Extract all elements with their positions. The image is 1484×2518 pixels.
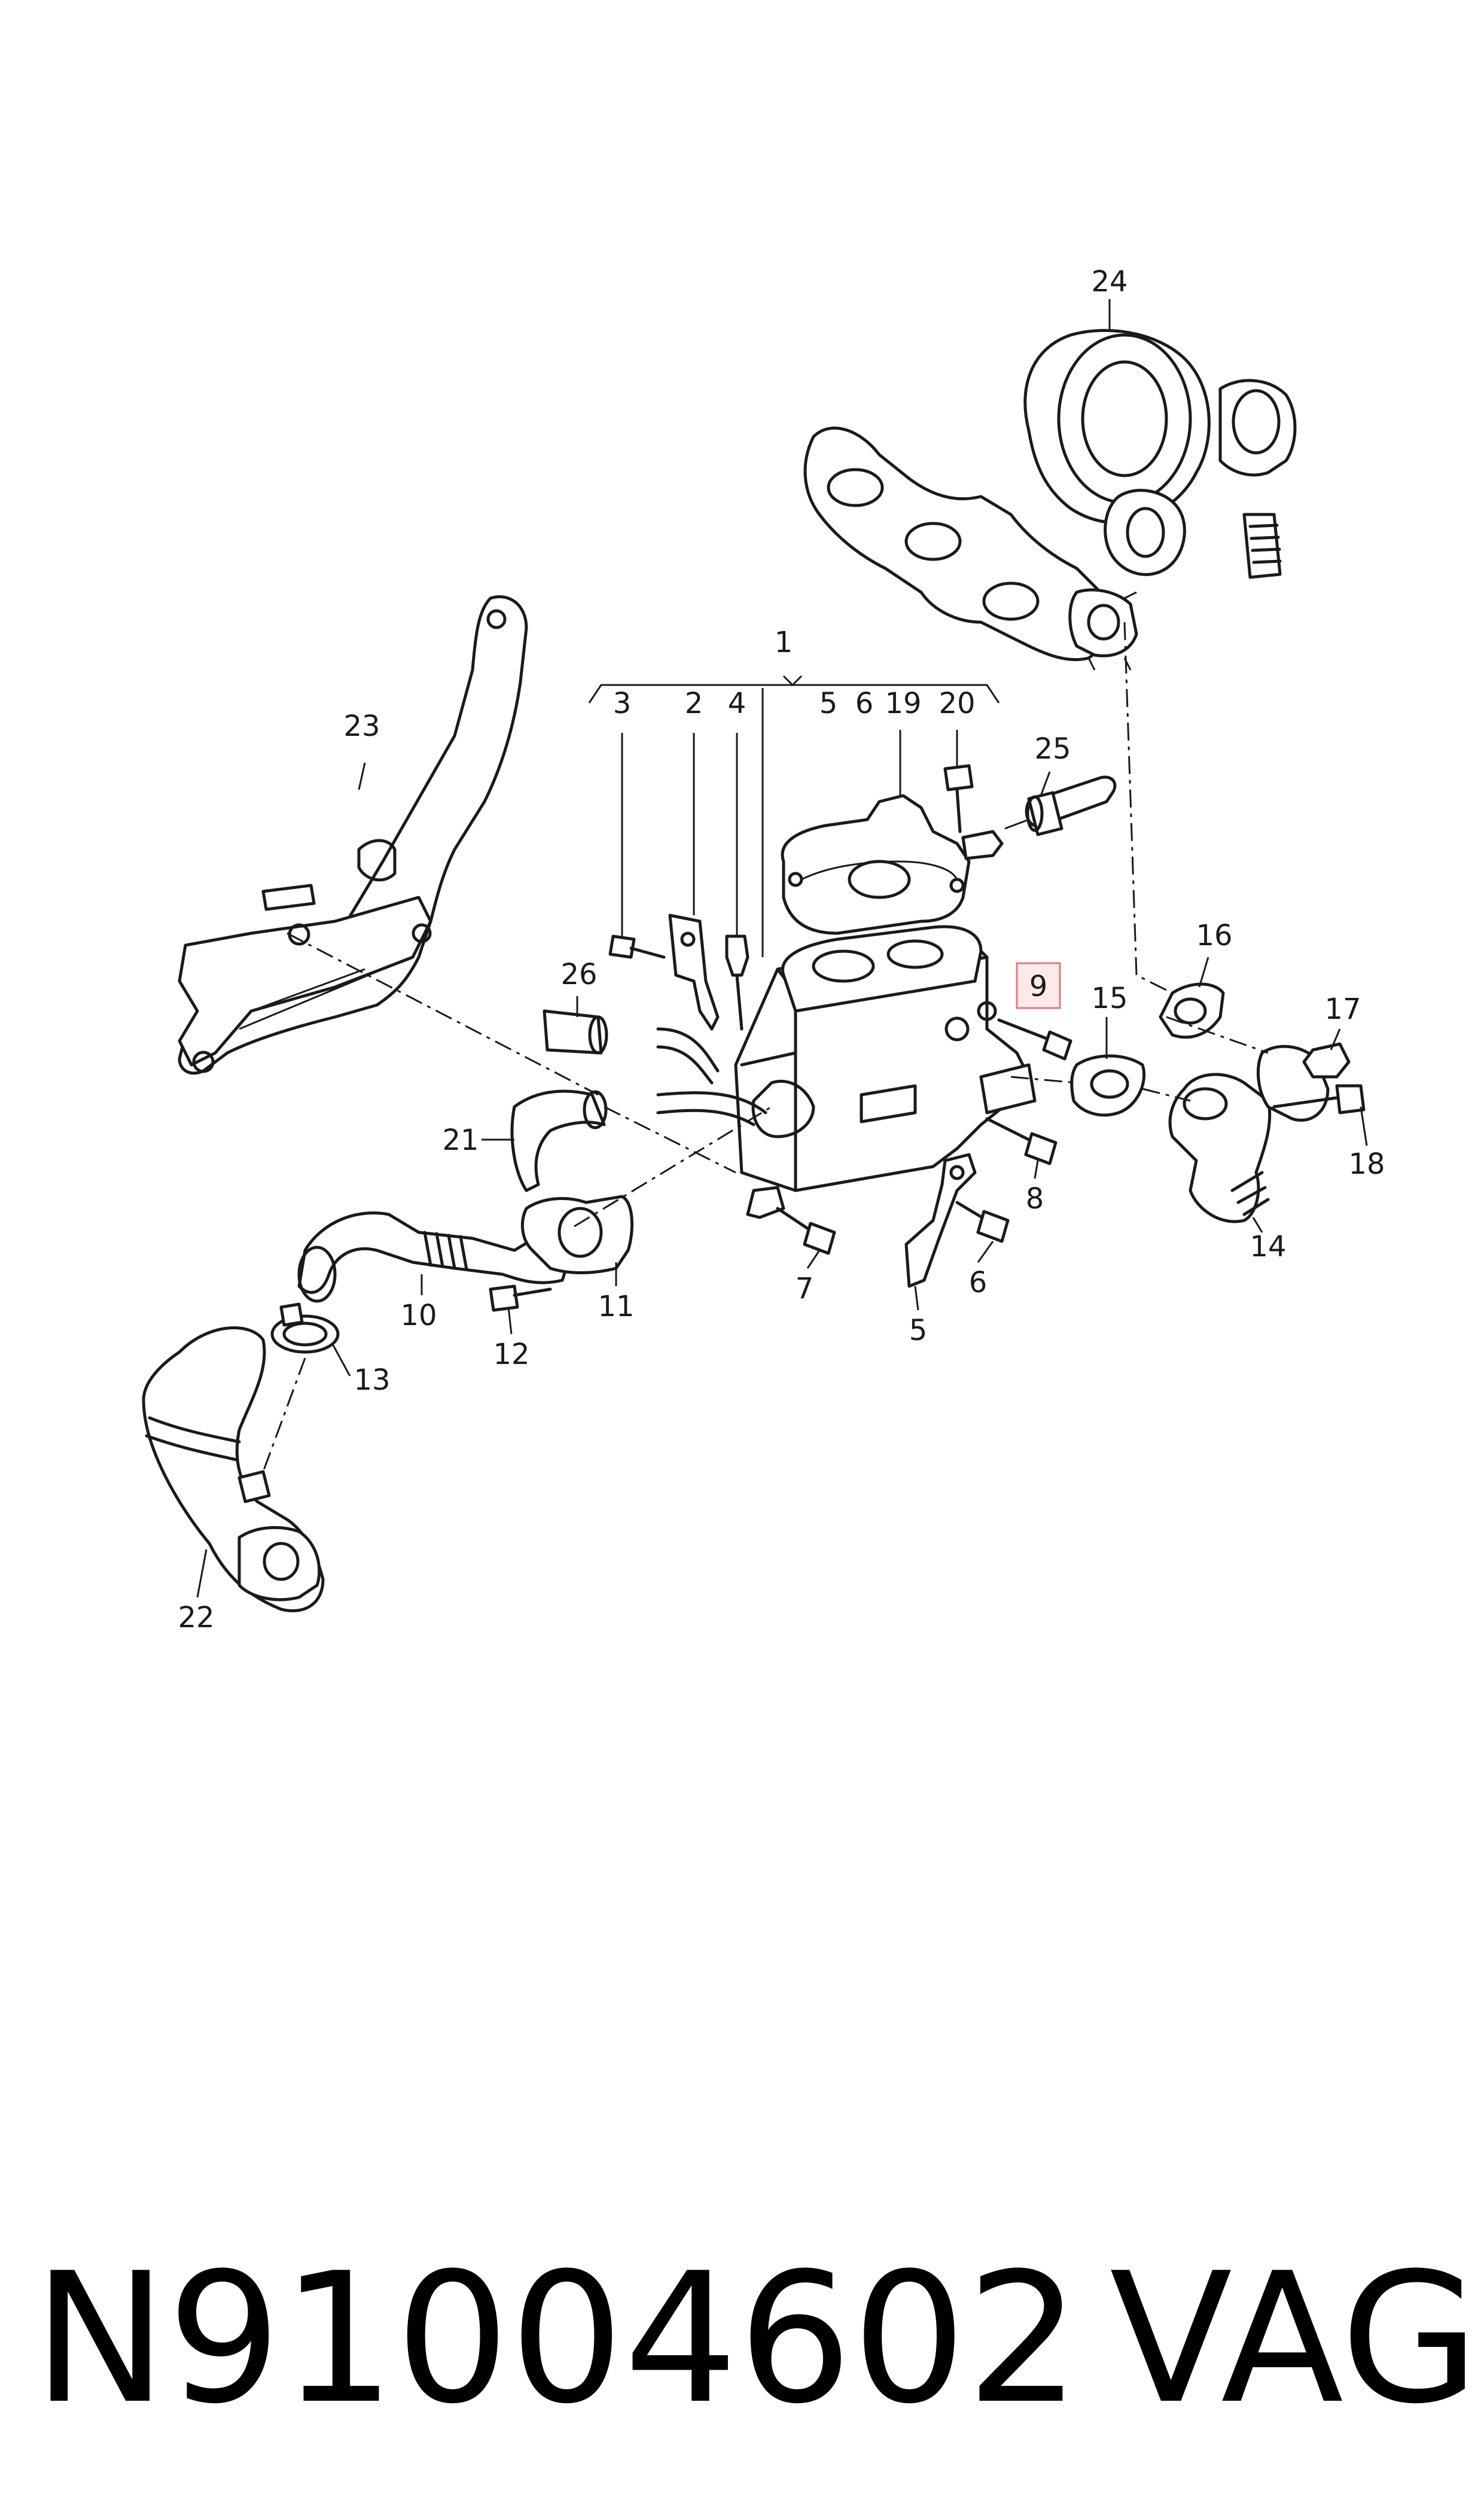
bolt-6-drawing — [955, 1201, 1010, 1243]
callout-8: 8 — [1026, 1182, 1044, 1216]
callout-21: 21 — [442, 1123, 479, 1157]
gasket-16-drawing — [1159, 982, 1225, 1039]
part-number: N91004602 — [33, 2234, 1081, 2443]
callout-26: 26 — [560, 958, 597, 991]
highlight-box-9 — [1016, 962, 1061, 1009]
hose-25-drawing — [1004, 775, 1117, 836]
pipe-14-drawing — [1168, 1045, 1330, 1223]
bracket-drawing — [178, 595, 528, 1075]
bolt-18-drawing — [1272, 1084, 1366, 1115]
hose-21-drawing — [510, 1089, 767, 1192]
bolt-12-drawing — [489, 1284, 552, 1312]
callout-17: 17 — [1324, 992, 1361, 1026]
callout-2: 2 — [685, 687, 703, 720]
bracket-2-drawing — [668, 914, 720, 1031]
gasket-15-drawing — [1070, 1054, 1146, 1117]
brand-label: VAG — [1110, 2234, 1480, 2443]
callout-19: 19 — [885, 687, 921, 720]
callout-6-top: 6 — [855, 687, 874, 720]
callout-4: 4 — [728, 687, 746, 720]
callout-6: 6 — [969, 1266, 988, 1299]
bolt-3-drawing — [608, 934, 666, 959]
callout-12: 12 — [493, 1338, 529, 1371]
callout-22: 22 — [178, 1601, 214, 1634]
callout-24: 24 — [1091, 265, 1128, 299]
callout-16: 16 — [1196, 919, 1232, 952]
pipe-22-drawing — [142, 1326, 325, 1613]
callout-20: 20 — [938, 687, 975, 720]
sensor-4-drawing — [725, 934, 749, 1031]
nut-17-drawing — [1302, 1042, 1351, 1079]
callout-11: 11 — [598, 1290, 634, 1323]
callout-15: 15 — [1091, 982, 1128, 1015]
egr-cover-drawing — [781, 794, 1004, 935]
callout-1: 1 — [775, 626, 793, 659]
pipe-10-drawing — [297, 1211, 576, 1303]
egr-cooler-drawing — [734, 925, 1037, 1219]
callout-18: 18 — [1348, 1147, 1385, 1181]
callout-5-top: 5 — [819, 687, 838, 720]
callout-13: 13 — [354, 1363, 390, 1397]
callout-7: 7 — [796, 1272, 814, 1305]
hose-26-drawing — [543, 1009, 720, 1085]
callout-9: 9 — [1029, 970, 1048, 1003]
bracket-5-drawing — [904, 1153, 977, 1288]
callout-25: 25 — [1034, 732, 1071, 766]
flange-11-drawing — [520, 1195, 633, 1274]
bolt-8-drawing — [985, 1117, 1058, 1165]
turbocharger-drawing — [803, 328, 1297, 671]
bolt-7-drawing — [776, 1207, 836, 1255]
bolt-20-drawing — [943, 764, 974, 833]
callout-3: 3 — [613, 687, 632, 720]
callout-23: 23 — [343, 710, 380, 743]
callout-14: 14 — [1250, 1230, 1286, 1263]
callout-5: 5 — [909, 1314, 928, 1347]
bolt-9-drawing — [997, 1018, 1072, 1061]
clamp-13-drawing — [270, 1302, 340, 1354]
callout-10: 10 — [400, 1299, 437, 1332]
